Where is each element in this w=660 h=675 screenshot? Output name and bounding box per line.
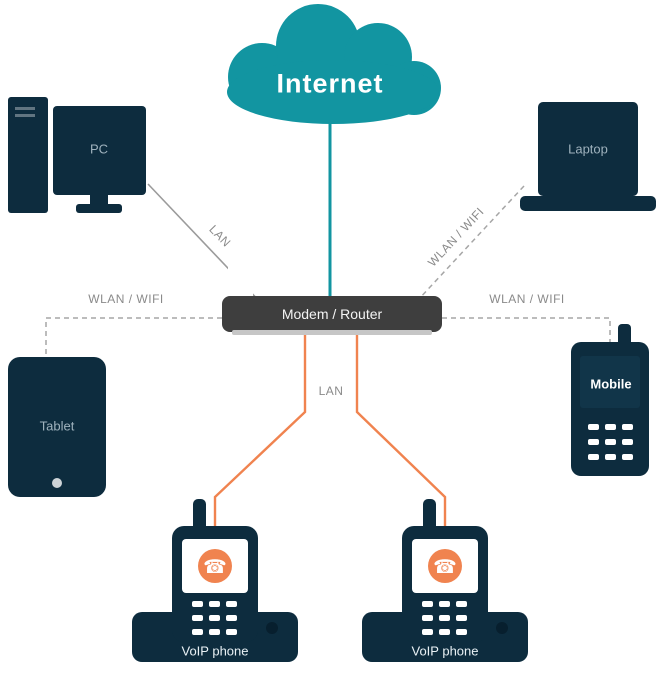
voip-lan-line-right: [355, 332, 447, 528]
pc-monitor: [53, 106, 146, 195]
mobile-label: Mobile: [590, 376, 632, 392]
laptop-wlan-line: [417, 185, 525, 301]
pc-stand-base: [76, 204, 122, 213]
modem-router: [222, 296, 442, 335]
pc-device: [8, 97, 146, 213]
tablet-body: [8, 357, 106, 497]
call-icon-circle: [198, 549, 232, 583]
voip-lan-label: LAN: [318, 384, 344, 398]
pc-stand-neck: [90, 195, 108, 204]
tablet-wlan-label: WLAN / WIFI: [88, 292, 164, 306]
pc-label: PC: [89, 141, 109, 157]
call-icon: ☎: [433, 556, 457, 578]
voip-phone-left-label: VoIP phone: [181, 643, 249, 659]
laptop-screen: [538, 102, 638, 196]
connection-lines: [45, 106, 611, 528]
voip-antenna: [423, 499, 436, 533]
voip-keypad: [422, 601, 467, 635]
tablet-home-button: [52, 478, 62, 488]
mobile-device: [571, 324, 649, 476]
voip-keypad: [192, 601, 237, 635]
router-antenna: [228, 166, 253, 304]
laptop-label: Laptop: [568, 141, 608, 157]
laptop-base: [520, 196, 656, 211]
call-icon-circle: [428, 549, 462, 583]
internet-label: Internet: [276, 68, 384, 99]
voip-base-hole: [266, 622, 278, 634]
mobile-wlan-label: WLAN / WIFI: [489, 292, 565, 306]
modem-router-label: Modem / Router: [281, 306, 383, 322]
pc-tower: [8, 97, 48, 213]
modem-base-strip: [232, 330, 432, 335]
call-icon: ☎: [203, 556, 227, 578]
voip-phone-right: ☎: [362, 499, 528, 662]
voip-antenna: [193, 499, 206, 533]
tablet-device: [8, 357, 106, 497]
voip-phone-left: ☎: [132, 499, 298, 662]
voip-phone-right-label: VoIP phone: [411, 643, 479, 659]
mobile-wlan-line: [442, 317, 611, 346]
mobile-screen: [580, 356, 640, 408]
tablet-label: Tablet: [39, 418, 75, 434]
laptop-device: [520, 102, 656, 211]
mobile-keypad: [588, 424, 633, 460]
tablet-wlan-line: [45, 317, 222, 360]
modem-body: [222, 296, 442, 332]
internet-cloud: [227, 4, 441, 124]
voip-lan-line-left: [213, 332, 307, 528]
voip-base-hole: [496, 622, 508, 634]
